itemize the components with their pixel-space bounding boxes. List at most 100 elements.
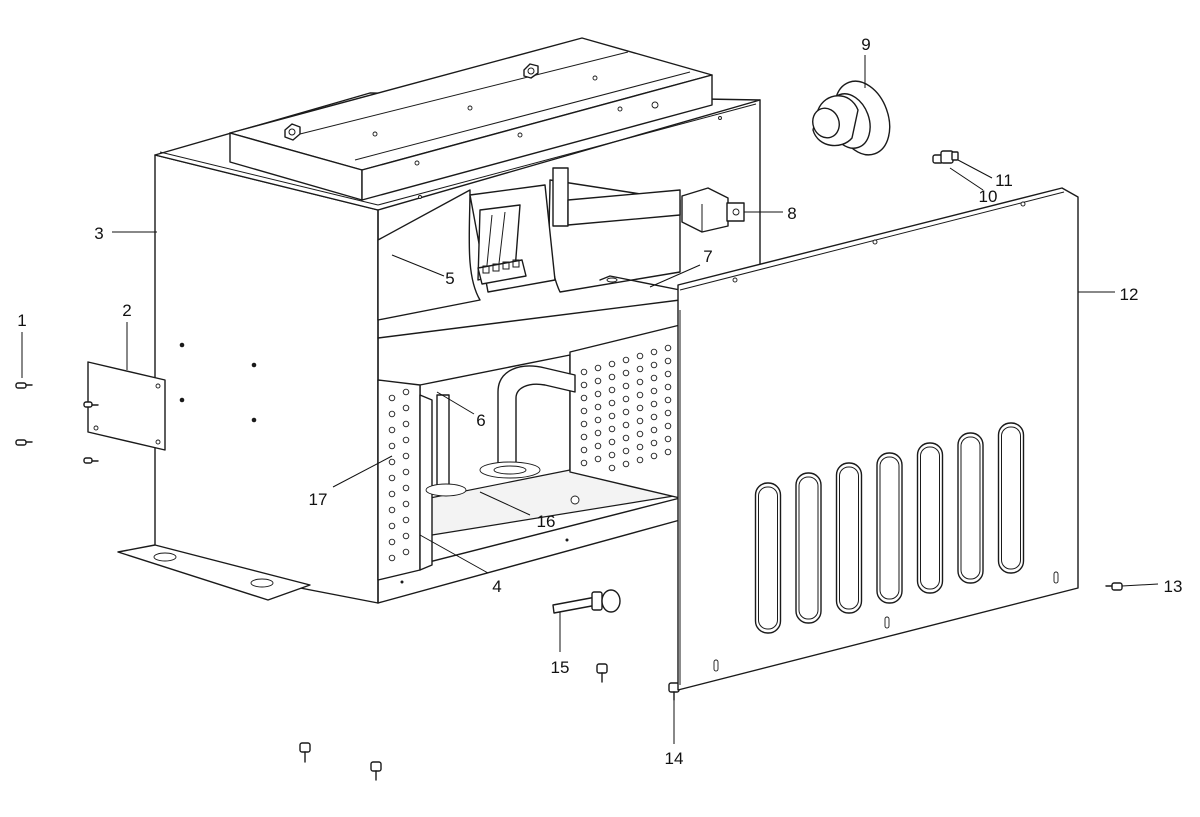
callout-16: 16 — [537, 512, 556, 531]
perforation-hole — [594, 416, 602, 424]
perforation-hole — [636, 417, 644, 425]
perforation-hole — [402, 532, 410, 540]
grommet — [812, 80, 891, 156]
perforation-hole — [650, 426, 658, 434]
screws — [15, 382, 1123, 781]
perforation-hole — [664, 435, 672, 443]
heat-exchanger — [377, 324, 681, 584]
screw-2a — [83, 401, 99, 408]
perforation-hole — [636, 430, 644, 438]
callout-labels: 1 2 3 4 5 6 7 8 9 10 11 12 13 14 15 16 1… — [17, 35, 1182, 768]
callout-7: 7 — [703, 247, 712, 266]
perforation-hole — [594, 403, 602, 411]
perforation-hole — [622, 395, 630, 403]
perforation-hole — [580, 459, 588, 467]
perforation-hole — [402, 404, 410, 412]
perforation-hole — [594, 455, 602, 463]
perforation-hole — [636, 404, 644, 412]
perforation-hole — [622, 382, 630, 390]
callout-10: 10 — [979, 187, 998, 206]
perforation-hole — [664, 357, 672, 365]
perforation-hole — [580, 394, 588, 402]
callout-15: 15 — [551, 658, 570, 677]
perforation-hole — [388, 522, 396, 530]
perforation-hole — [622, 356, 630, 364]
perforation-hole — [388, 474, 396, 482]
perforation-hole — [650, 387, 658, 395]
louver-slot — [876, 452, 903, 604]
louver-slot — [754, 482, 782, 634]
perforation-hole — [402, 452, 410, 460]
louver-slot-inner — [879, 456, 900, 600]
perforation-hole — [650, 400, 658, 408]
perforation-hole — [388, 538, 396, 546]
perforation-hole — [636, 456, 644, 464]
perforation-hole — [402, 500, 410, 508]
callout-5: 5 — [445, 269, 454, 288]
louver-slot-inner — [758, 486, 778, 630]
perforation-hole — [388, 554, 396, 562]
perforation-hole — [580, 381, 588, 389]
perforation-hole — [594, 442, 602, 450]
perforation-hole — [608, 425, 616, 433]
perforation-hole — [580, 420, 588, 428]
perforation-hole — [388, 394, 396, 402]
perforation-hole — [636, 391, 644, 399]
fitting — [932, 150, 959, 164]
louver-slot — [835, 462, 863, 614]
perforation-hole — [388, 410, 396, 418]
perforation-hole — [580, 407, 588, 415]
perforation-hole — [664, 448, 672, 456]
perforation-hole — [594, 377, 602, 385]
louver-slot-inner — [960, 436, 981, 580]
louver-slot-inner — [839, 466, 859, 610]
perforation-hole — [402, 548, 410, 556]
callout-1: 1 — [17, 311, 26, 330]
perforation-hole — [580, 446, 588, 454]
perforation-hole — [622, 460, 630, 468]
perforation-hole — [594, 364, 602, 372]
perforation-hole — [636, 443, 644, 451]
perforation-hole — [594, 390, 602, 398]
screw-loose-b — [299, 742, 311, 763]
cover-plate — [87, 361, 166, 451]
perforation-hole — [580, 368, 588, 376]
perforation-hole — [622, 434, 630, 442]
perforation-hole — [650, 361, 658, 369]
perforation-holes-left — [388, 388, 410, 562]
perforation-hole — [650, 374, 658, 382]
perforation-hole — [664, 396, 672, 404]
perforation-hole — [650, 348, 658, 356]
perforation-hole — [622, 447, 630, 455]
perforation-hole — [608, 386, 616, 394]
igniter — [552, 589, 621, 614]
perforation-hole — [388, 442, 396, 450]
callout-17: 17 — [309, 490, 328, 509]
perforation-hole — [622, 369, 630, 377]
perforation-hole — [594, 429, 602, 437]
perforation-hole — [664, 383, 672, 391]
screw-loose-c — [370, 761, 382, 781]
callout-14: 14 — [665, 749, 684, 768]
perforation-hole — [636, 378, 644, 386]
screw-14 — [668, 682, 680, 701]
callout-12: 12 — [1120, 285, 1139, 304]
perforation-hole — [580, 433, 588, 441]
screw-1b — [15, 439, 33, 446]
louver-slot — [997, 422, 1025, 574]
perforation-hole — [388, 506, 396, 514]
callout-8: 8 — [787, 204, 796, 223]
panel-louvers — [754, 422, 1025, 634]
perforation-hole — [636, 365, 644, 373]
perforation-hole — [650, 452, 658, 460]
callout-13: 13 — [1164, 577, 1183, 596]
perforation-hole — [664, 344, 672, 352]
louver-slot-inner — [1001, 426, 1021, 570]
perforation-hole — [650, 439, 658, 447]
louver-slot — [795, 472, 822, 624]
callout-3: 3 — [94, 224, 103, 243]
perforation-hole — [636, 352, 644, 360]
screw-2b — [83, 457, 99, 464]
